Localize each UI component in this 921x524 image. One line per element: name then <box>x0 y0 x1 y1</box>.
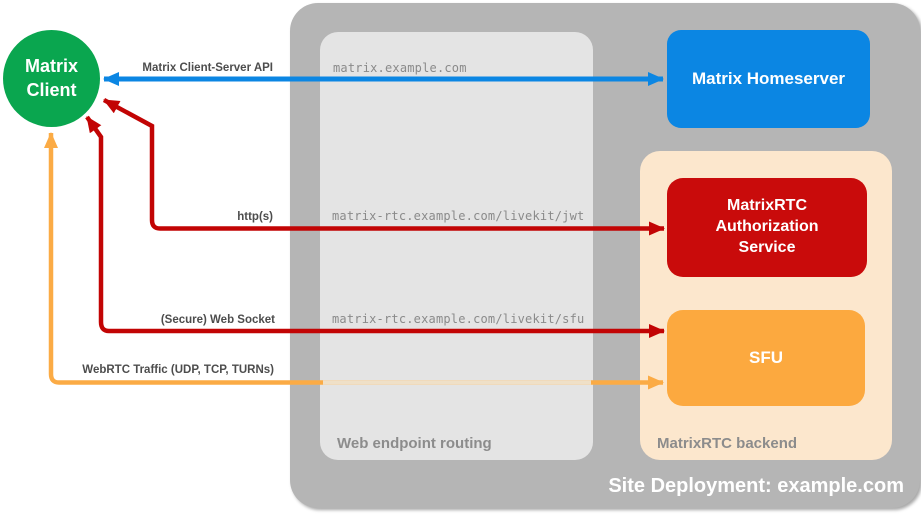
web-endpoint-routing-label: Web endpoint routing <box>337 435 492 452</box>
matrix-client-label: Matrix Client <box>24 56 78 100</box>
endpoint-livekit-jwt: matrix-rtc.example.com/livekit/jwt <box>332 209 585 223</box>
endpoint-livekit-sfu: matrix-rtc.example.com/livekit/sfu <box>332 312 585 326</box>
web-endpoint-routing-container: Web endpoint routing <box>320 32 593 460</box>
matrixrtc-authorization-service-label: MatrixRTC Authorization Service <box>715 197 819 256</box>
matrix-homeserver-label: Matrix Homeserver <box>691 69 846 88</box>
websocket-arrow-label: (Secure) Web Socket <box>160 314 275 326</box>
endpoint-matrix-example-com: matrix.example.com <box>333 61 467 75</box>
matrixrtc-authorization-service-node: MatrixRTC Authorization Service <box>667 178 867 277</box>
matrix-client-node: Matrix Client <box>3 30 100 127</box>
sfu-node: SFU <box>667 310 865 406</box>
webrtc-traffic-arrow-label: WebRTC Traffic (UDP, TCP, TURNs) <box>82 364 274 376</box>
sfu-label: SFU <box>749 348 783 367</box>
client-server-api-arrow-label: Matrix Client-Server API <box>142 62 273 74</box>
https-arrow-label: http(s) <box>237 211 273 223</box>
matrix-homeserver-node: Matrix Homeserver <box>667 30 870 128</box>
matrixrtc-backend-label: MatrixRTC backend <box>657 435 798 452</box>
site-deployment-label: Site Deployment: example.com <box>608 475 904 497</box>
